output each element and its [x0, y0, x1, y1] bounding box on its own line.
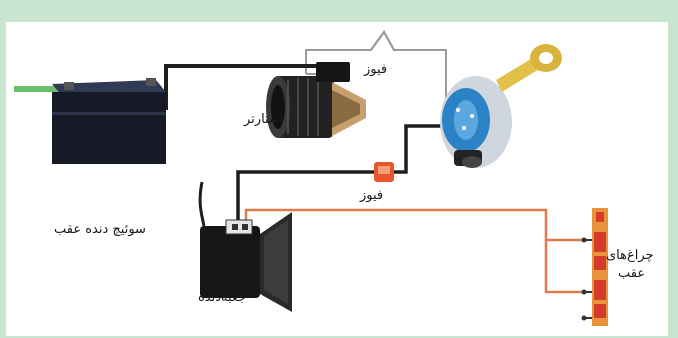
fuse-mid — [374, 162, 394, 182]
lamp-wire-upper — [244, 208, 582, 242]
fuse-mid-label: فیوز — [360, 188, 384, 203]
lamp-wire-lower — [544, 240, 582, 294]
wiring-diagram — [14, 30, 608, 326]
rear-lamp-lower — [581, 270, 608, 326]
starter-label: استارتر — [244, 112, 284, 127]
diagram-panel: فیوز استارتر فیوز سوئیچ دنده عقب جعبه‌دن… — [6, 22, 668, 336]
rear-lamps-label-line1: چراغ‌های — [606, 248, 654, 263]
starter-motor — [266, 62, 366, 138]
fuse-top-label: فیوز — [364, 62, 388, 77]
rear-lamp-upper — [581, 208, 608, 280]
ignition-switch — [440, 76, 512, 168]
gearbox-label: جعبه‌دنده — [198, 290, 247, 305]
rear-lamps-label-line2: عقب — [618, 266, 646, 281]
reverse-switch-label: سوئیچ دنده عقب — [54, 222, 146, 237]
ignition-key — [496, 44, 562, 92]
battery-green-terminal — [14, 86, 86, 92]
reverse-switch — [225, 219, 253, 235]
fuse-top — [370, 30, 395, 51]
battery — [14, 78, 166, 164]
gearbox-to-ignition-wire — [236, 124, 451, 230]
gearbox — [198, 181, 292, 312]
